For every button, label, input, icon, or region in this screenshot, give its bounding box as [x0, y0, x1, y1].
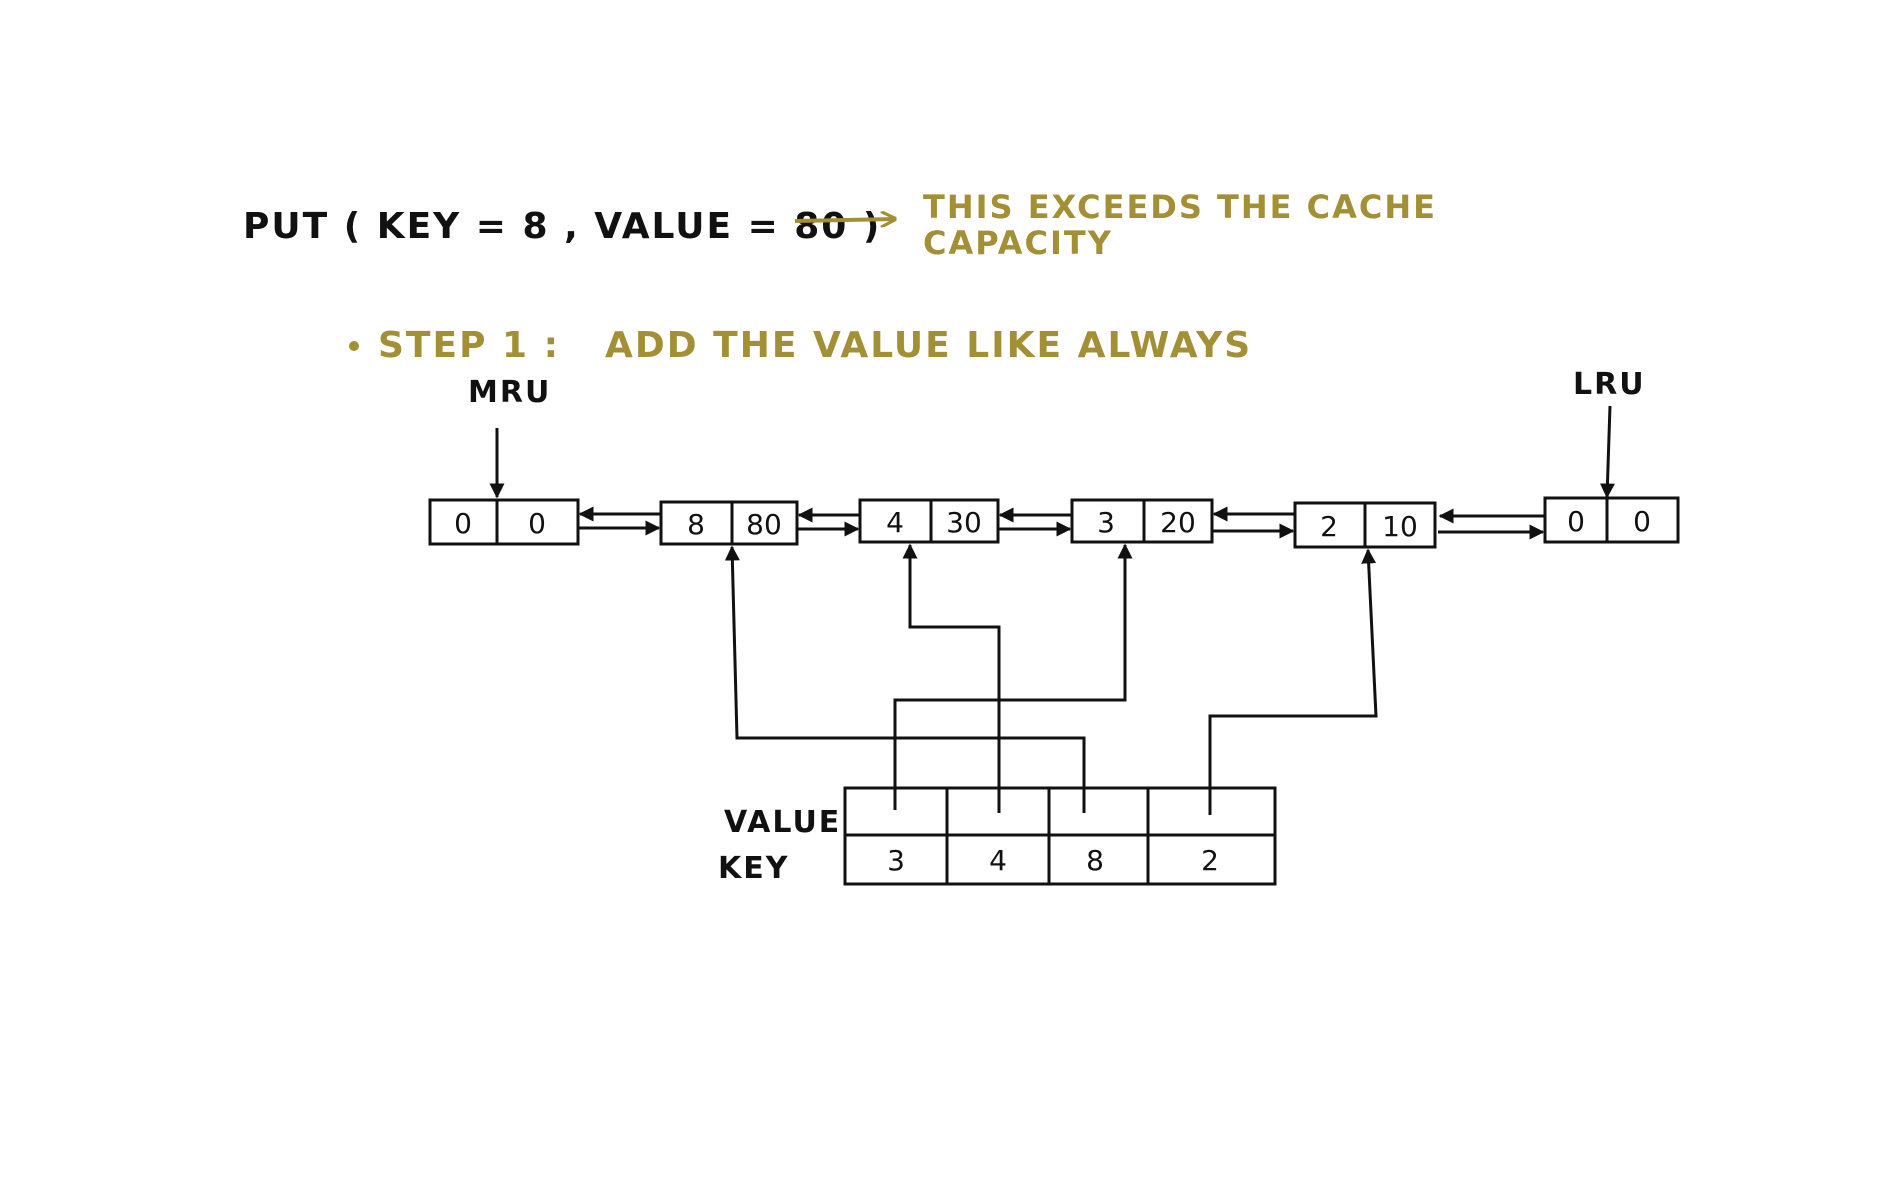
- node-key: 3: [1097, 506, 1115, 539]
- operation-title: PUT ( KEY = 8 , VALUE = 80 ): [243, 206, 881, 247]
- list-node-key-3: 3 20: [1070, 498, 1214, 544]
- list-links: [578, 506, 1545, 540]
- capacity-note-line2: CAPACITY: [923, 224, 1113, 262]
- node-value: 10: [1382, 510, 1418, 543]
- pointer-key-3: [893, 543, 1133, 810]
- hash-key-row-label: KEY: [718, 851, 789, 886]
- node-key: 0: [454, 507, 472, 540]
- node-box: [428, 498, 580, 546]
- hash-key-cell: 4: [989, 844, 1007, 877]
- pointer-key-2: [1208, 548, 1378, 815]
- hash-pointers: [724, 543, 1378, 815]
- hash-value-row-label: VALUE: [724, 805, 841, 840]
- hash-key-cell: 3: [887, 844, 905, 877]
- node-key: 4: [886, 506, 904, 539]
- node-box: [858, 498, 1000, 544]
- node-box: [659, 500, 799, 546]
- node-value: 20: [1160, 506, 1196, 539]
- node-value: 0: [1633, 505, 1651, 538]
- list-node-key-4: 4 30: [858, 498, 1000, 544]
- mru-label: MRU: [468, 375, 551, 410]
- step-label: STEP 1 :: [378, 325, 560, 366]
- node-box: [1543, 496, 1680, 544]
- note-arrow: [794, 219, 895, 221]
- hash-key-cell: 8: [1086, 844, 1104, 877]
- lru-label: LRU: [1573, 367, 1646, 402]
- node-value: 30: [946, 506, 982, 539]
- node-box: [1070, 498, 1214, 544]
- step-description: ADD THE VALUE LIKE ALWAYS: [605, 325, 1252, 366]
- node-value: 80: [746, 508, 782, 541]
- pointer-key-4: [902, 543, 1001, 813]
- node-key: 2: [1320, 510, 1338, 543]
- node-key: 0: [1567, 505, 1585, 538]
- list-node-tail: 0 0: [1543, 496, 1680, 544]
- list-node-key-2: 2 10: [1293, 501, 1437, 549]
- node-key: 8: [687, 508, 705, 541]
- hash-key-cell: 2: [1201, 844, 1219, 877]
- list-node-key-8: 8 80: [659, 500, 799, 546]
- hash-map-table: 3 4 8 2: [843, 786, 1277, 886]
- list-node-head: 0 0: [428, 498, 580, 546]
- node-value: 0: [528, 507, 546, 540]
- step-bullet: [349, 341, 359, 351]
- capacity-note-line1: THIS EXCEEDS THE CACHE: [923, 188, 1437, 226]
- lru-pointer-arrow: [1599, 405, 1615, 499]
- pointer-key-8: [724, 545, 1086, 813]
